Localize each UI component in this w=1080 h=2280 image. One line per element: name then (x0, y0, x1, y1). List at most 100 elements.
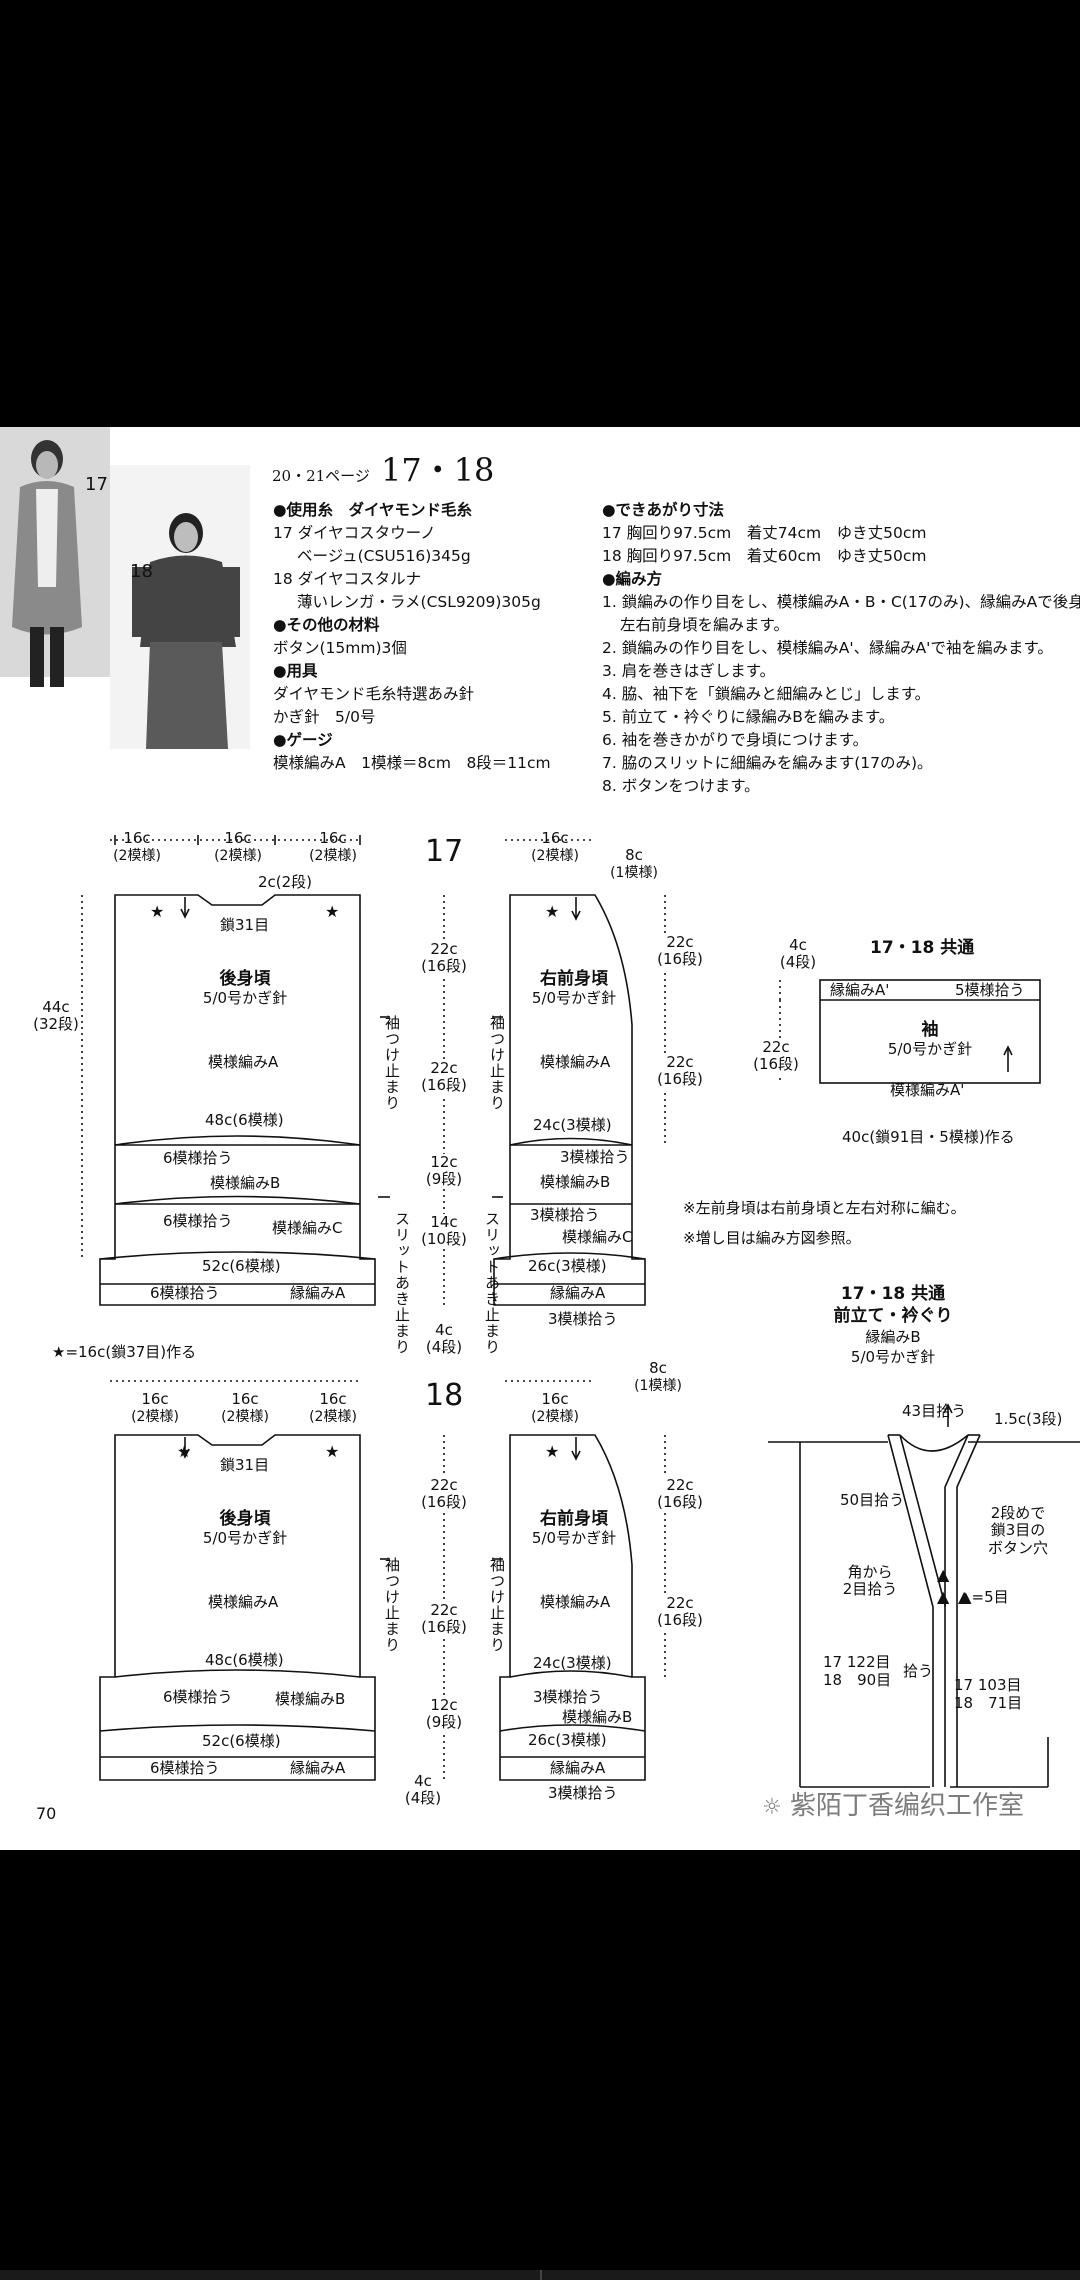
mid-dim-3: 12c(9段) (425, 1153, 463, 1189)
diagram-label-18: 18 (425, 1378, 464, 1413)
collar-pick-label: 拾う (903, 1662, 934, 1680)
bottom-bar (0, 2270, 1080, 2280)
pattern-b: 模様編みB (210, 1174, 281, 1192)
yarn-17: 17 ダイヤコスタウーノ (273, 524, 436, 542)
dim-sub: (2模様) (113, 848, 161, 865)
sleeve-stop-mark: 袖つけ止まり (383, 1015, 401, 1111)
svg-text:▲: ▲ (958, 1587, 971, 1606)
front-edge-a: 縁編みA (550, 1284, 606, 1302)
dim-value: 22c (666, 1594, 694, 1612)
dim-value: 16c (541, 829, 569, 847)
dim-sub: (2模様) (531, 848, 579, 865)
sleeve-pattern: 模様編みA' (890, 1081, 965, 1099)
dim-sub: (9段) (425, 1713, 463, 1732)
diagram-label-17: 17 (425, 834, 464, 869)
dim18-top-3: 16c(2模様) (309, 1390, 357, 1426)
edge-a: 縁編みA (290, 1284, 346, 1302)
dim-sub: (2模様) (309, 1409, 357, 1426)
mid18-dim-3: 12c(9段) (425, 1696, 463, 1732)
dim-value: 12c (430, 1153, 458, 1171)
front-sleeve-stop: 袖つけ止まり (488, 1015, 506, 1111)
instructions-section: ●できあがり寸法 17 胸回り97.5cm 着丈74cm ゆき丈50cm 18 … (602, 499, 1080, 798)
dim-sub: (1模様) (610, 865, 658, 882)
dim-value: 22c (430, 940, 458, 958)
finished-heading: ●できあがり寸法 (602, 501, 725, 519)
front18-top-dim: 16c(2模様) (531, 1390, 579, 1426)
photo-label-18: 18 (130, 561, 153, 582)
method-step: 8. ボタンをつけます。 (602, 777, 760, 795)
dim-value: 12c (430, 1696, 458, 1714)
dim-value: 4c (414, 1772, 432, 1790)
collar-right-18: 18 71目 (954, 1694, 1023, 1712)
note-line: 角から (847, 1563, 893, 1581)
front-shift-dim: 8c(1模様) (610, 846, 658, 882)
mid-dim-2: 22c(16段) (421, 1059, 467, 1095)
dim-sub: (4段) (425, 1338, 463, 1357)
collar-pick-43: 43目拾う (902, 1402, 967, 1420)
dim-sub: (16段) (657, 1070, 703, 1089)
star-note: ★=16c(鎖37目)作る (52, 1343, 197, 1361)
note-increase: ※増し目は編み方図参照。 (683, 1229, 861, 1247)
method-step: 1. 鎖編みの作り目をし、模様編みA・B・C(17のみ)、縁編みAで後身頃、 (602, 593, 1080, 611)
dim-value: 16c (141, 1390, 169, 1408)
front18-pattern-b: 模様編みB (562, 1708, 633, 1726)
svg-text:★: ★ (150, 902, 164, 921)
dim-value: 4c (789, 936, 807, 954)
mid-dim-5: 4c(4段) (425, 1321, 463, 1357)
dim-value: 16c (231, 1390, 259, 1408)
sleeve-width: 40c(鎖91目・5模様)作る (842, 1128, 1015, 1146)
right-front-name-18: 右前身頃 (540, 1509, 608, 1529)
dim-value: 16c (224, 829, 252, 847)
dim-value: 16c (123, 829, 151, 847)
dim-sub: (2模様) (214, 848, 262, 865)
finished-17: 17 胸回り97.5cm 着丈74cm ゆき丈50cm (602, 524, 927, 542)
dim-value: 4c (435, 1321, 453, 1339)
dim-sub: (4段) (404, 1789, 442, 1808)
pick-up-18-1: 6模様拾う (163, 1688, 233, 1706)
sleeve-dim-4: 4c(4段) (780, 936, 816, 972)
front18-right-dim-2: 22c(16段) (657, 1594, 703, 1630)
dim-sub: (16段) (421, 1618, 467, 1637)
front-pattern-c: 模様編みC (562, 1228, 633, 1246)
pattern-page: 17 18 20・21ページ 17・18 ●使用糸 ダイヤモンド毛糸 17 ダイ… (0, 427, 1080, 1850)
bar-divider (540, 2270, 542, 2280)
dim-value: 16c (319, 1390, 347, 1408)
mid-dim-4: 14c(10段) (421, 1213, 467, 1249)
pattern-number: 17・18 (380, 451, 495, 489)
pattern-a: 模様編みA (208, 1053, 279, 1071)
back-body-name-18: 後身頃 (219, 1509, 271, 1529)
method-step: 3. 肩を巻きはぎします。 (602, 662, 776, 680)
mid18-dim-2: 22c(16段) (421, 1601, 467, 1637)
mid18-dim-4: 4c(4段) (404, 1772, 442, 1808)
tools-hook: かぎ針 5/0号 (273, 708, 376, 726)
schematic-lines: ★ ★ ★ ★ ★ ★ ▲ ▲ ▲ (81, 835, 1080, 1788)
mid-dim-1: 22c(16段) (421, 940, 467, 976)
width-52: 52c(6模様) (202, 1257, 281, 1275)
collar-right-17: 17 103目 (954, 1676, 1022, 1694)
pick-up-3: 6模様拾う (150, 1284, 220, 1302)
triangle-legend: ▲=5目 (960, 1588, 1009, 1606)
note-line: 2目拾う (842, 1580, 898, 1599)
yarn-18: 18 ダイヤコスタルナ (273, 570, 422, 588)
right-front-name: 右前身頃 (540, 969, 608, 989)
model-photos (0, 427, 250, 749)
watermark-text: 紫陌丁香编织工作室 (790, 1791, 1025, 1821)
front-width-26: 26c(3模様) (528, 1257, 607, 1275)
chain-count-18: 鎖31目 (220, 1456, 270, 1474)
collar-left-17: 17 122目 (823, 1653, 891, 1671)
width-48: 48c(6模様) (205, 1111, 284, 1129)
sleeve-edge: 縁編みA' (830, 981, 890, 999)
svg-text:★: ★ (177, 1442, 191, 1461)
dim-value: 16c (319, 829, 347, 847)
front-slit-stop: スリットあき止まり (483, 1211, 501, 1355)
tools-heading: ●用具 (273, 662, 318, 680)
yarn-17-detail: ベージュ(CSU516)345g (297, 547, 471, 565)
front18-pick-2: 3模様拾う (548, 1784, 618, 1802)
svg-text:▲: ▲ (937, 1565, 950, 1584)
dim-value: 22c (430, 1059, 458, 1077)
svg-text:★: ★ (545, 1442, 559, 1461)
mid18-dim-1: 22c(16段) (421, 1476, 467, 1512)
neck-dim: 2c(2段) (258, 873, 313, 891)
front-right-dim-1: 22c(16段) (657, 933, 703, 969)
